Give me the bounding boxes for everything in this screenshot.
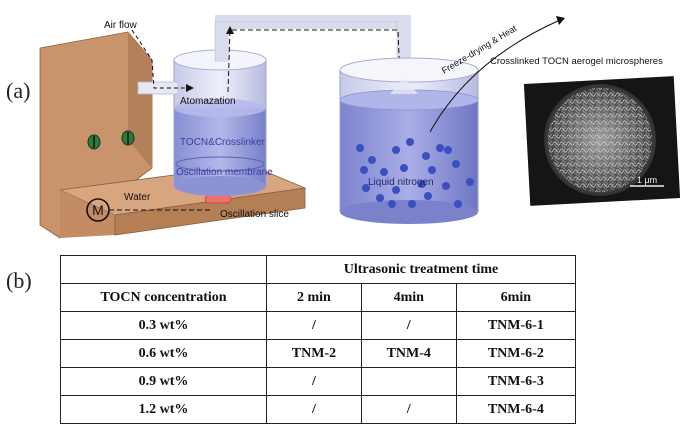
table-header-row: Ultrasonic treatment time: [60, 255, 576, 284]
droplet: [376, 194, 384, 202]
atomization-vessel: [173, 49, 267, 196]
droplet: [442, 182, 450, 190]
air-flow-label: Air flow: [104, 20, 138, 31]
empty-corner-cell: [60, 255, 267, 284]
table-subheader-row: TOCN concentration 2 min 4min 6min: [60, 283, 577, 312]
atomization-label: Atomazation: [180, 96, 236, 107]
droplet: [400, 164, 408, 172]
liquid-nitrogen-label: Liquid nitrogen: [368, 177, 434, 188]
column-header-4min: 4min: [360, 283, 457, 312]
table-cell: /: [360, 395, 457, 424]
table-cell: TNM-6-2: [455, 339, 577, 368]
concentration-cell: 0.9 wt%: [60, 367, 267, 396]
droplet: [362, 184, 370, 192]
table-cell: /: [266, 311, 362, 340]
table-cell: /: [360, 311, 457, 340]
concentration-cell: 1.2 wt%: [60, 395, 267, 424]
freeze-drying-arrow: [429, 16, 565, 133]
table-cell: TNM-2: [266, 339, 362, 368]
droplet: [436, 144, 444, 152]
droplet: [454, 200, 462, 208]
table-cell: [360, 367, 457, 396]
droplet: [360, 166, 368, 174]
droplet: [452, 160, 460, 168]
svg-text:M: M: [92, 202, 104, 218]
droplet: [444, 146, 452, 154]
droplet: [418, 180, 426, 188]
table-cell: TNM-6-4: [455, 395, 577, 424]
concentration-cell: 0.6 wt%: [60, 339, 267, 368]
table-cell: TNM-6-3: [455, 367, 577, 396]
preparation-diagram: M: [39, 15, 681, 239]
ultrasonic-machine: [39, 31, 307, 239]
droplet: [422, 152, 430, 160]
group-header-cell: Ultrasonic treatment time: [266, 255, 576, 284]
panel-a-label: (a): [6, 78, 31, 103]
motor-symbol: M: [86, 198, 210, 222]
column-header-2min: 2 min: [266, 283, 362, 312]
scale-bar-label: 1 μm: [637, 175, 657, 185]
table-cell: TNM-6-1: [455, 311, 577, 340]
membrane-label: Oscillation membrane: [176, 167, 273, 178]
droplet: [406, 138, 414, 146]
solution-label: TOCN&Crosslinker: [180, 137, 265, 148]
concentration-cell: 0.3 wt%: [60, 311, 267, 340]
droplet: [408, 200, 416, 208]
droplet: [388, 200, 396, 208]
row-header-cell: TOCN concentration: [60, 283, 267, 312]
droplet: [368, 156, 376, 164]
droplet: [392, 186, 400, 194]
frozen-droplets: [356, 138, 474, 208]
droplet: [392, 146, 400, 154]
table-row: 0.9 wt% / TNM-6-3: [60, 367, 577, 396]
table-row: 1.2 wt% / / TNM-6-4: [60, 395, 577, 424]
column-header-6min: 6min: [455, 283, 577, 312]
droplet: [424, 192, 432, 200]
droplet: [380, 168, 388, 176]
table-cell: TNM-4: [360, 339, 457, 368]
oscillation-slice-label: Oscillation slice: [220, 209, 289, 220]
sample-table: Ultrasonic treatment time TOCN concentra…: [60, 255, 577, 424]
panel-b-label: (b): [6, 268, 32, 293]
droplet: [428, 166, 436, 174]
table-row: 0.3 wt% / / TNM-6-1: [60, 311, 577, 340]
droplet: [356, 144, 364, 152]
air-inlet-pipe: [131, 29, 194, 95]
droplet: [466, 178, 474, 186]
water-label: Water: [124, 192, 151, 203]
table-cell: /: [266, 367, 362, 396]
sem-micrograph: 1 μm: [523, 76, 681, 206]
table-row: 0.6 wt% TNM-2 TNM-4 TNM-6-2: [60, 339, 577, 368]
table-cell: /: [266, 395, 362, 424]
product-label: Crosslinked TOCN aerogel microspheres: [490, 56, 663, 67]
